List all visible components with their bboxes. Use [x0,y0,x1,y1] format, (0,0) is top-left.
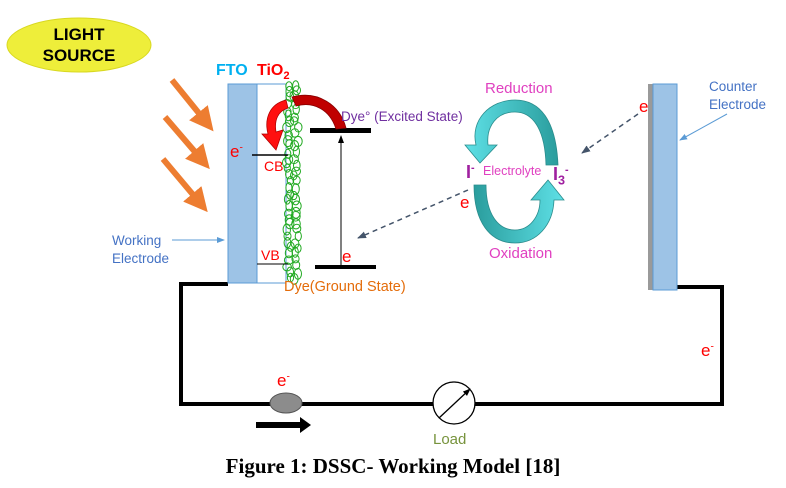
counter-electrode [652,83,678,291]
dye-ground-label: Dye(Ground State) [284,279,406,295]
counter-electrode-line2: Electrode [709,97,767,112]
electron-symbol: e [230,142,240,161]
electron-symbol: e [701,341,711,360]
dye-particle [293,159,301,172]
load-label: Load [433,431,467,448]
dye-particle [290,112,299,123]
dye-particle [284,148,292,159]
dye-particle [290,116,299,126]
dye-particle [291,200,302,212]
tio2-base: TiO [257,62,284,79]
electrolyte-label: Electrolyte [483,164,542,178]
counter-electrode-shadow [648,84,654,290]
dye-particle [284,116,295,128]
fto-label: FTO [216,62,248,79]
triiodide-symbol: I [553,164,559,184]
counter-electrode-pointer [679,113,728,141]
oxidation-arrow [473,179,565,244]
counter-electrode-line1: Counter [709,79,758,94]
dye-particle [291,193,301,206]
tio2-subscript: 2 [283,70,290,83]
injection-arc [291,95,347,130]
dye-ground-level [315,265,376,269]
electron-path-counter-to-electrolyte [581,113,639,154]
working-electrode-line1: Working [112,233,162,248]
light-source-ellipse [6,17,152,73]
electron-symbol: e [277,371,287,390]
dye-particle [283,163,291,173]
oxidation-label: Oxidation [489,245,553,262]
light-ray-2 [162,115,210,170]
dye-particle [282,223,291,236]
dye-particle [290,211,301,222]
fto-layer [227,83,258,284]
dye-particle [292,175,301,186]
light-rays [160,78,214,213]
dye-particles [282,80,303,285]
triiodide-label: I3- [553,164,569,187]
electron-charge: - [239,142,243,154]
triiodide-subscript: 3 [558,173,566,188]
dye-particle [291,246,299,258]
dye-particle [292,223,302,234]
dye-particle [283,231,292,241]
cb-label: CB [264,158,284,174]
reduction-label: Reduction [485,80,553,97]
dye-particle [285,169,293,180]
electron-charge: - [710,341,714,353]
dye-particle [283,193,291,205]
dye-particle [291,218,301,230]
dye-ground-electron: e [342,247,352,266]
counter-electron: e [639,97,649,116]
electron-particle [269,392,303,414]
working-electrode-line2: Electrode [112,251,170,266]
iodide-symbol: I [466,162,472,182]
iodide-label: I- [466,163,475,181]
electron-charge: - [286,371,290,383]
dye-particle [285,217,295,230]
dye-particle [292,85,301,96]
dye-particle [286,176,295,185]
light-source-line1: LIGHT [53,25,105,44]
light-source-line2: SOURCE [42,46,116,65]
dye-excited-level [310,128,371,133]
vb-label: VB [261,247,280,263]
figure-caption: Figure 1: DSSC- Working Model [18] [225,454,561,478]
light-ray-3 [160,157,208,213]
triiodide-charge: - [565,164,569,176]
load-needle [438,388,471,419]
iodide-charge: - [471,162,475,174]
dye-particle [282,122,292,134]
current-direction-arrow [256,417,311,433]
dye-particle [285,139,294,150]
electrolyte-electron: e [460,193,470,212]
dye-particle [282,157,292,169]
dye-particle [291,254,300,264]
light-source-label: LIGHT SOURCE [7,24,151,66]
fto-electron: e- [230,143,243,160]
electron-path-electrolyte-to-dye [357,189,469,239]
dye-particle [292,145,300,158]
working-electrode-label: Working Electrode [112,232,169,268]
injection-arrow [261,99,289,151]
dye-particle [290,140,300,152]
reduction-arrow [464,99,559,166]
light-ray-1 [169,78,214,132]
wire-bottom-electron: e- [277,372,290,389]
counter-electrode-label: Counter Electrode [709,78,766,114]
dye-particle [289,273,299,285]
dye-particle [283,255,294,265]
dye-particle [290,128,300,138]
dye-excited-label: Dye° (Excited State) [341,109,463,124]
tio2-label: TiO2 [257,62,290,83]
dye-particle [290,190,298,201]
dye-particle [294,122,303,133]
wire-right-electron: e- [701,342,714,359]
